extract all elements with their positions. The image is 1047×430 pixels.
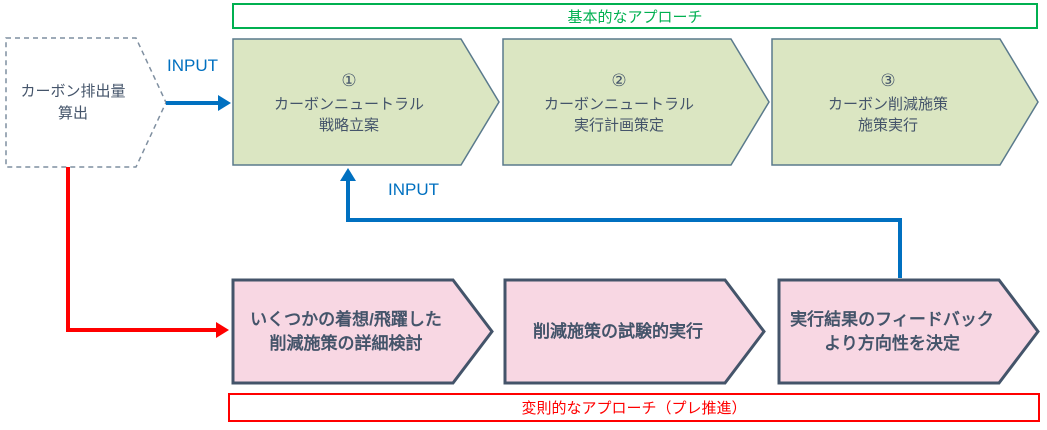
basic-step-2: ② カーボンニュートラル 実行計画策定 — [502, 38, 770, 166]
basic-step-3: ③ カーボン削減施策 施策実行 — [771, 38, 1039, 166]
chevron-shape — [231, 278, 494, 385]
chevron-shape — [777, 278, 1040, 385]
basic-step-3-label: ③ カーボン削減施策 施策実行 — [827, 71, 948, 134]
chevron-shape — [771, 38, 1039, 166]
feedback-arrow-up-segment — [346, 180, 350, 222]
basic-step-1-label: ① カーボンニュートラル 戦略立案 — [273, 71, 424, 134]
dashed-pentagon-shape — [5, 37, 167, 168]
feedback-arrow-head — [340, 168, 356, 181]
alt-step-3: 実行結果のフィードバック より方向性を決定 — [777, 278, 1041, 385]
basic-approach-banner-label: 基本的なアプローチ — [567, 8, 703, 26]
input-arrow-1-head — [218, 95, 231, 111]
chevron-shape — [502, 38, 770, 166]
alt-step-3-label: 実行結果のフィードバック より方向性を決定 — [790, 309, 994, 353]
input-arrow-1-line — [166, 101, 219, 105]
basic-approach-banner: 基本的なアプローチ — [232, 3, 1038, 29]
carbon-emission-source-shape: カーボン排出量 算出 — [5, 37, 167, 168]
basic-step-1: ① カーボンニュートラル 戦略立案 — [232, 38, 500, 166]
alt-step-1-label: いくつかの着想/飛躍した 削減施策の詳細検討 — [250, 309, 442, 353]
alt-step-2-label: 削減施策の試験的実行 — [533, 321, 703, 341]
alt-arrow-horizontal-segment — [66, 328, 217, 332]
alt-approach-banner-label: 変則的なアプローチ（プレ推進） — [521, 400, 747, 417]
alt-approach-banner: 変則的なアプローチ（プレ推進） — [228, 393, 1040, 422]
feedback-arrow-down-segment — [898, 220, 902, 278]
alt-arrow-vertical-segment — [66, 167, 70, 332]
carbon-emission-source-label: カーボン排出量 算出 — [20, 82, 126, 122]
chevron-shape — [503, 278, 766, 385]
feedback-arrow-horizontal-segment — [346, 218, 902, 222]
basic-step-2-label: ② カーボンニュートラル 実行計画策定 — [543, 71, 694, 134]
alt-arrow-head — [216, 322, 229, 338]
chevron-shape — [232, 38, 500, 166]
input-label-2: INPUT — [388, 180, 439, 199]
input-label-1: INPUT — [167, 56, 218, 75]
alt-step-2: 削減施策の試験的実行 — [503, 278, 767, 385]
alt-step-1: いくつかの着想/飛躍した 削減施策の詳細検討 — [231, 278, 495, 385]
